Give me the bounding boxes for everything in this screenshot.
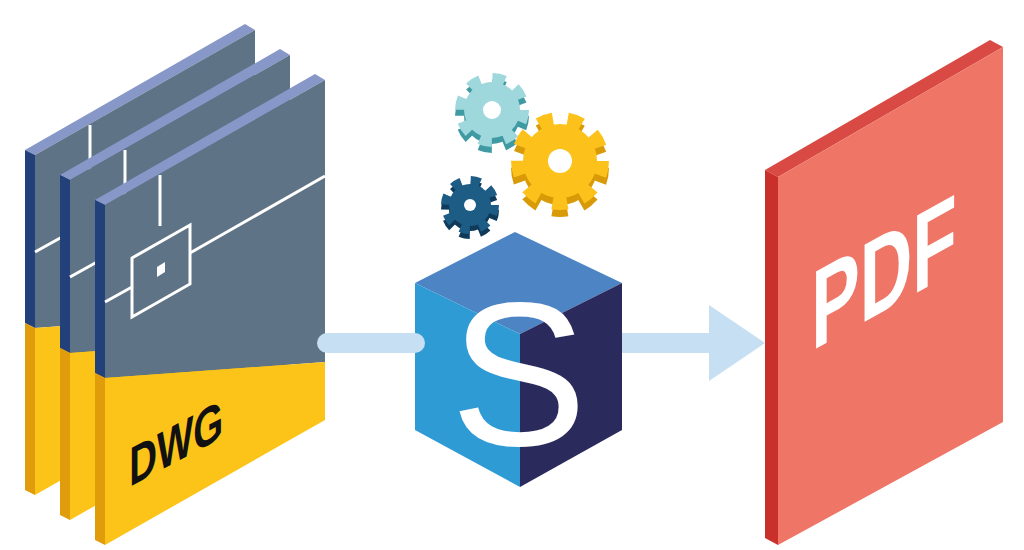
- shape: [464, 199, 476, 211]
- arrow-head: [709, 305, 765, 381]
- shape: [462, 80, 522, 140]
- pdf-document-box: PDF: [765, 45, 1003, 545]
- flow-line: [622, 333, 711, 353]
- flow-line: [327, 333, 415, 353]
- shape: [449, 184, 491, 226]
- dwg-document-front: [95, 74, 325, 545]
- pdf-document: [765, 40, 1003, 545]
- shape: [548, 149, 572, 173]
- shape: [447, 182, 493, 228]
- teal-gear: [462, 80, 522, 146]
- shape: [523, 124, 597, 198]
- node-text: DWG: [129, 386, 223, 500]
- shape: [520, 121, 600, 201]
- flow-arrow: [622, 305, 765, 381]
- yellow-gear: [520, 121, 600, 208]
- node-text: S: [450, 256, 587, 492]
- shape: [483, 101, 501, 119]
- flow-arrow: [327, 343, 415, 344]
- node-text: PDF: [811, 168, 957, 378]
- navy-gear: [447, 182, 493, 233]
- dwg-label-box: DWG: [95, 75, 327, 545]
- shape: [464, 82, 520, 138]
- shape: [765, 170, 778, 545]
- software-cube-box: S: [415, 232, 622, 487]
- gears: [447, 80, 600, 233]
- shape: [778, 47, 1003, 545]
